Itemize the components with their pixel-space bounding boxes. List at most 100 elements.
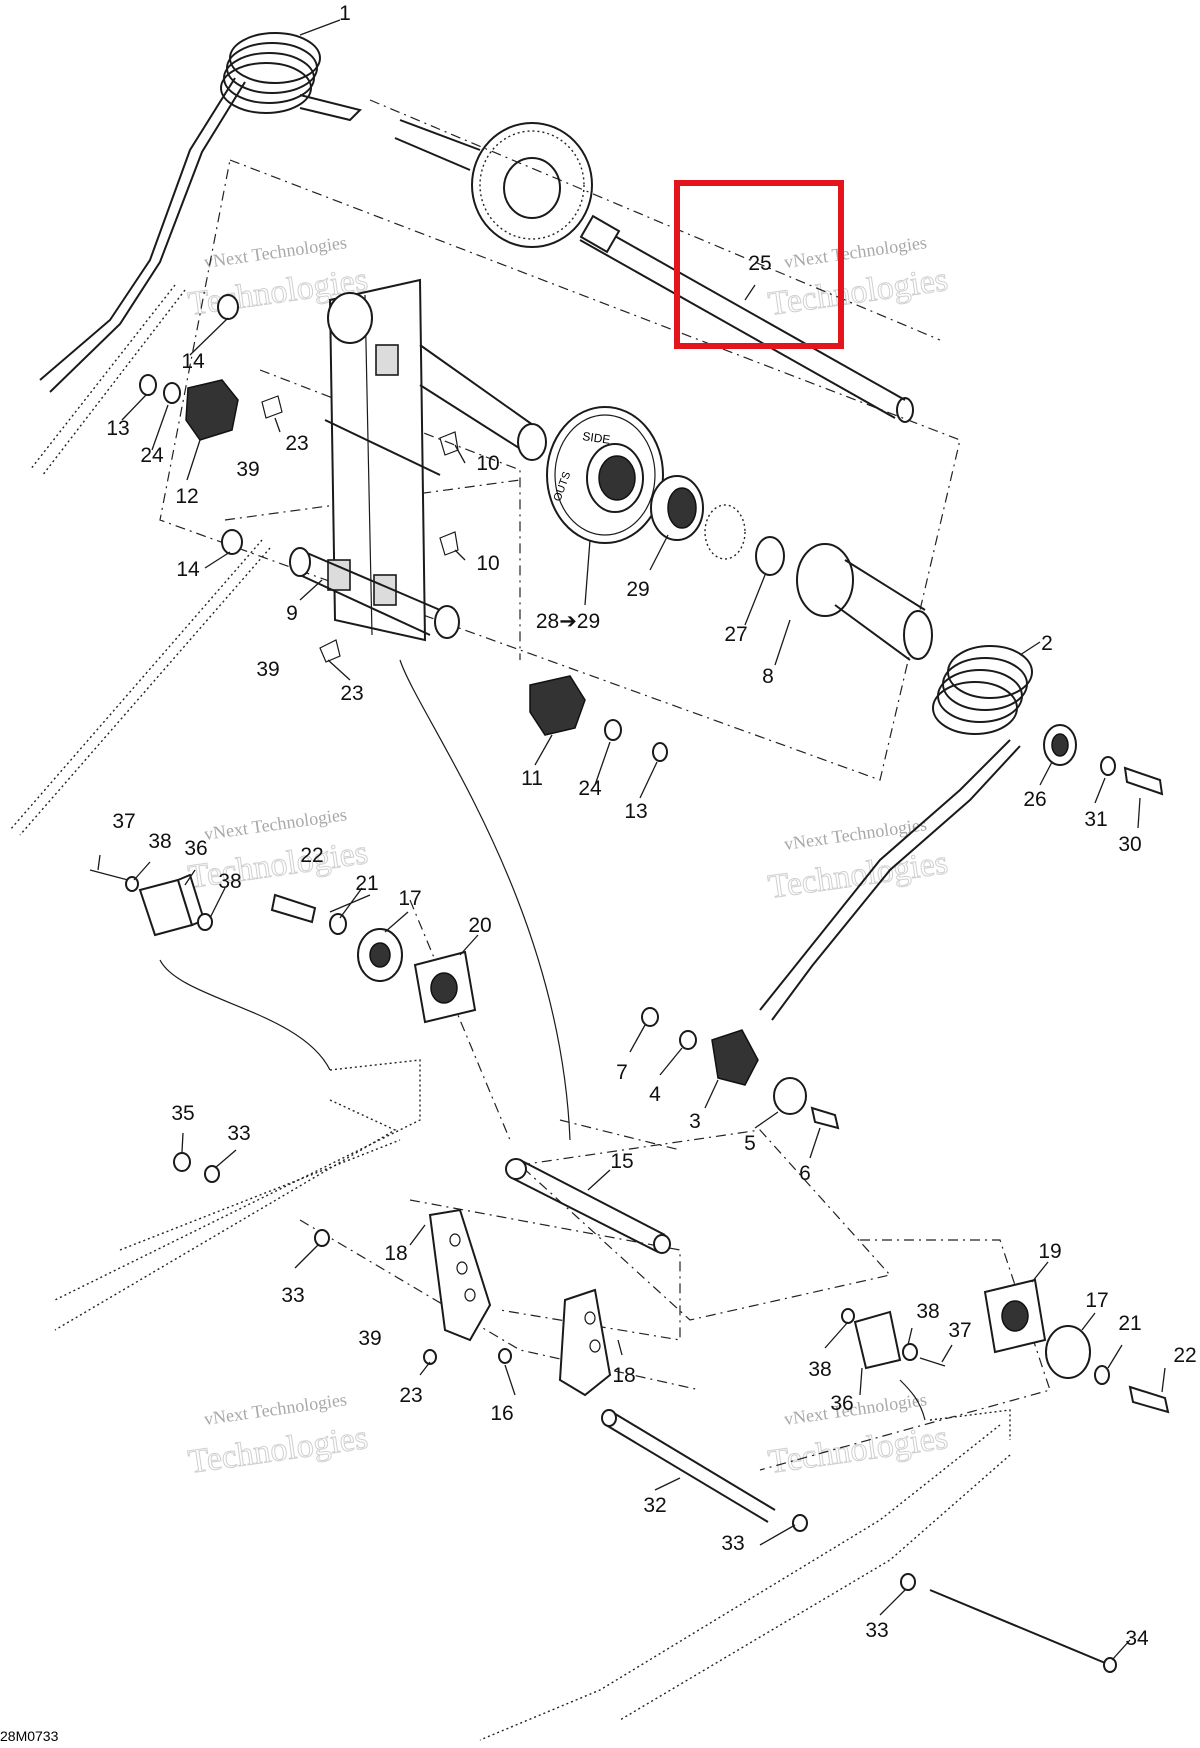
slide-rail-right [479, 1409, 1117, 1741]
callout-c33d: 33 [865, 1619, 888, 1642]
watermark-text: vNext Technologies [783, 1389, 928, 1429]
callout-c14a: 14 [181, 350, 205, 373]
callout-c3: 3 [689, 1110, 701, 1133]
callout-c2829: 28➔29 [536, 610, 600, 633]
watermark-text: vNext Technologies [203, 804, 348, 844]
watermark-text: vNext Technologies [203, 1389, 348, 1429]
rod-32 [601, 1409, 808, 1532]
callout-c17b: 17 [1085, 1289, 1108, 1312]
watermark-bottom-left: vNext Technologies Technologies [185, 1389, 370, 1481]
callout-c22b: 22 [1173, 1344, 1196, 1367]
torsion-spring-2 [759, 645, 1033, 1021]
watermark-text-large: Technologies [766, 1419, 950, 1481]
callout-c2: 2 [1041, 632, 1053, 655]
slide-rail-left [54, 1059, 421, 1331]
hardware-cluster-3 [641, 1007, 840, 1130]
callout-c23b: 23 [340, 682, 363, 705]
callout-c10b: 10 [476, 552, 499, 575]
callout-c9: 9 [286, 602, 298, 625]
callout-c6: 6 [799, 1162, 811, 1185]
callout-c23c: 23 [399, 1384, 422, 1407]
callout-c38b: 38 [218, 870, 241, 893]
callout-c10a: 10 [476, 452, 499, 475]
bolt-22 [270, 893, 347, 935]
callout-c20: 20 [468, 914, 491, 937]
leader-lines [97, 19, 1166, 1661]
callout-c39b: 39 [256, 658, 279, 681]
watermark-text: vNext Technologies [783, 814, 928, 854]
callout-c32: 32 [643, 1494, 666, 1517]
bolt-22b [1094, 1365, 1170, 1414]
callout-c35: 35 [171, 1102, 194, 1125]
callout-c19: 19 [1038, 1240, 1061, 1263]
callout-c37b: 37 [948, 1319, 971, 1342]
watermark-mid-left: vNext Technologies Technologies [185, 804, 370, 896]
stopper-block-36b [841, 1308, 946, 1370]
callout-c33c: 33 [721, 1532, 744, 1555]
callout-c33b: 33 [281, 1284, 304, 1307]
block-19 [983, 1278, 1047, 1354]
callout-c11: 11 [521, 767, 543, 790]
callout-c23a: 23 [285, 432, 308, 455]
bracket-16 [423, 1208, 612, 1397]
callout-c39a: 39 [236, 458, 259, 481]
callout-c16: 16 [490, 1402, 513, 1425]
idler-wheel-28: SIDE OUTS [546, 406, 664, 544]
watermark-bottom-right: vNext Technologies Technologies [765, 1389, 950, 1481]
callout-c36a: 36 [184, 837, 207, 860]
wheel-side-text: SIDE [582, 429, 612, 447]
callout-c33a: 33 [227, 1122, 250, 1145]
highlight-box [674, 180, 844, 349]
hardware-cluster-26 [1043, 724, 1164, 796]
hardware-cluster-12 [139, 294, 459, 663]
callout-c18b: 18 [612, 1364, 635, 1387]
callout-c31: 31 [1084, 808, 1107, 831]
spacer-tube-8 [796, 543, 933, 661]
stopper-block-36 [89, 869, 213, 937]
callout-c12: 12 [175, 485, 198, 508]
callout-c5: 5 [744, 1132, 756, 1155]
hardware-cluster-11 [529, 675, 668, 762]
callout-c4: 4 [649, 1083, 661, 1106]
callout-c13b: 13 [624, 800, 647, 823]
callout-c36b: 36 [830, 1392, 853, 1415]
shaft-25 [579, 214, 914, 423]
torsion-spring-1 [39, 32, 362, 393]
circlip-rings [704, 504, 785, 576]
callout-c37a: 37 [112, 810, 135, 833]
callout-c29: 29 [626, 578, 649, 601]
callout-c21b: 21 [1118, 1312, 1141, 1335]
watermark-top-right: vNext Technologies Technologies [765, 232, 950, 323]
idler-wheel-upper [394, 119, 593, 248]
callout-c18a: 18 [384, 1242, 407, 1265]
assembly-arrows [159, 659, 926, 1421]
callout-c39c: 39 [358, 1327, 381, 1350]
callout-c38c: 38 [808, 1358, 831, 1381]
watermark-mid-right: vNext Technologies Technologies [765, 814, 950, 906]
callout-c34: 34 [1125, 1627, 1149, 1650]
block-20 [413, 950, 477, 1024]
callout-c1: 1 [339, 2, 351, 25]
drawing-code: 28M0733 [0, 1728, 59, 1744]
rail-strip-left [9, 284, 271, 836]
callout-c15: 15 [610, 1150, 633, 1173]
callout-c14b: 14 [176, 558, 200, 581]
bushing-17 [357, 928, 403, 982]
watermark-text-large: Technologies [766, 844, 950, 906]
callout-c13a: 13 [106, 417, 129, 440]
callout-c38a: 38 [148, 830, 171, 853]
bearing-29 [650, 475, 704, 541]
callout-c30: 30 [1118, 833, 1141, 856]
callout-c7: 7 [616, 1061, 628, 1084]
callout-c21a: 21 [355, 872, 378, 895]
callout-c25: 25 [748, 252, 771, 275]
callout-c17a: 17 [398, 887, 421, 910]
watermark-text-large: Technologies [186, 834, 370, 896]
bushing-17b [1045, 1325, 1091, 1379]
swing-arm-9 [289, 278, 547, 642]
callout-c26: 26 [1023, 788, 1046, 811]
watermark-text-large: Technologies [186, 1419, 370, 1481]
rod-15 [505, 1158, 671, 1254]
